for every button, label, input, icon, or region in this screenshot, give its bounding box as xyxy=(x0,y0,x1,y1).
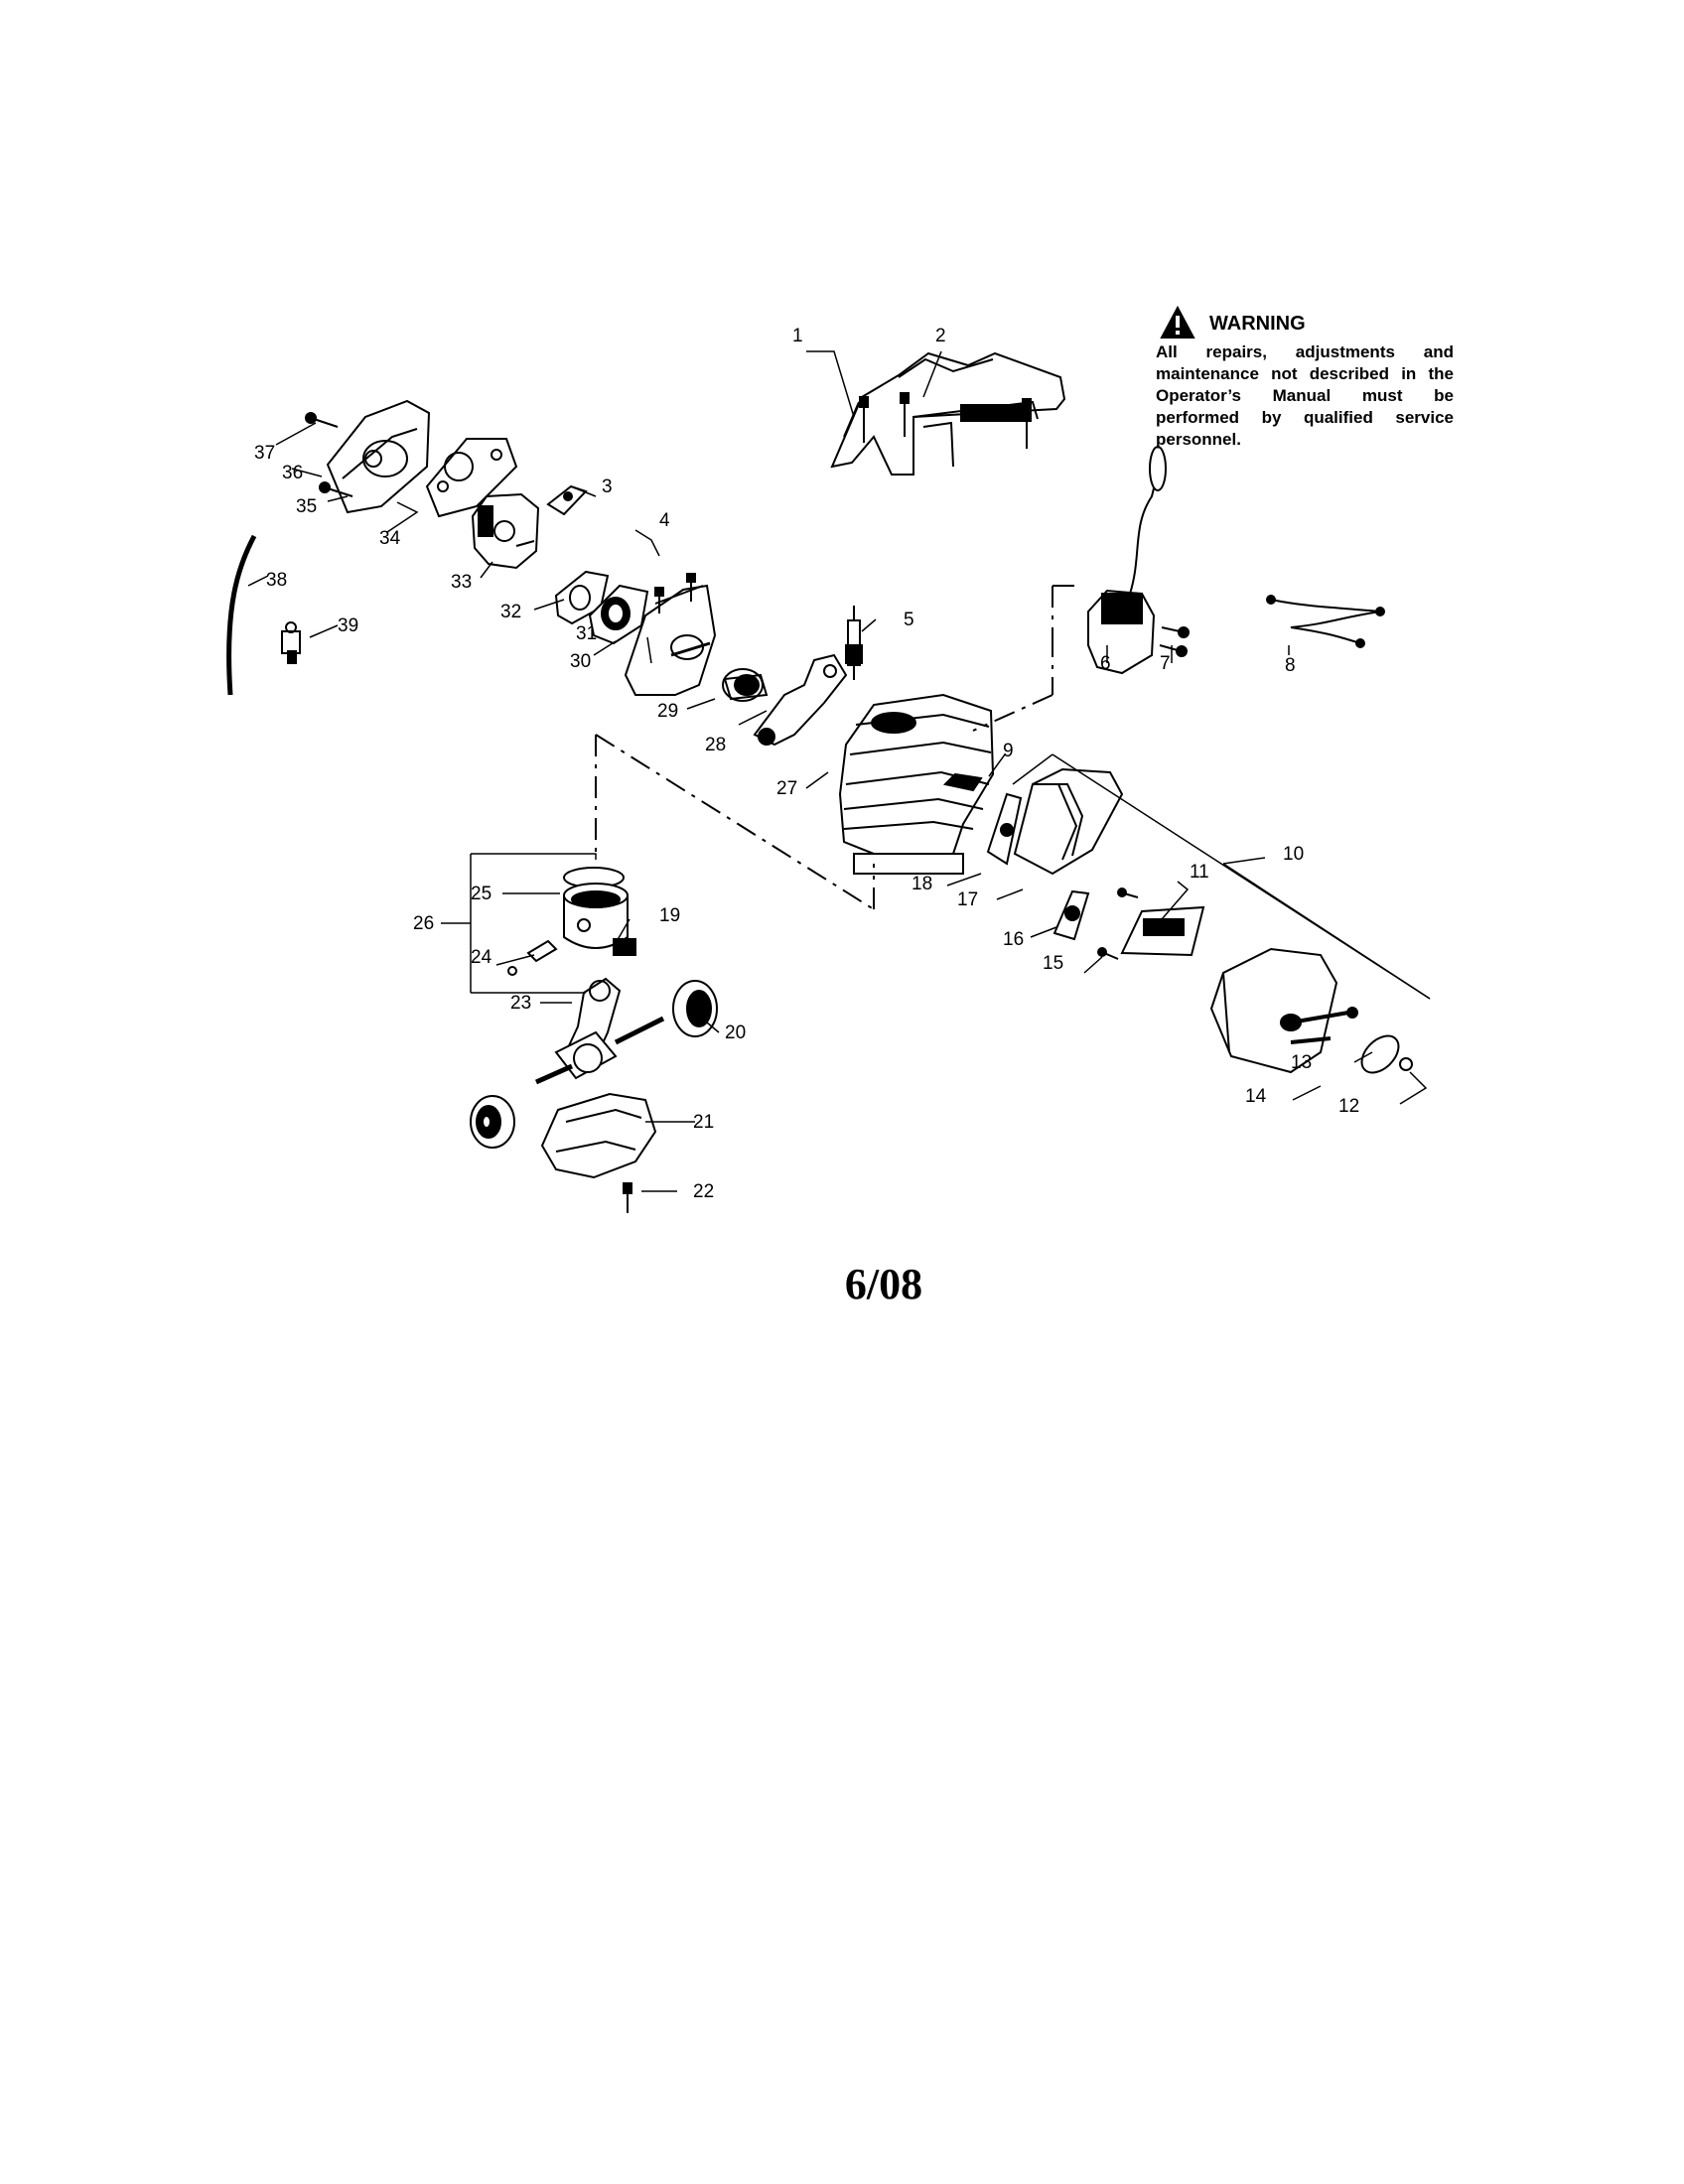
callout-5: 5 xyxy=(904,610,914,630)
warning-icon-spacer xyxy=(1156,308,1195,340)
nut-part xyxy=(1399,1057,1413,1071)
warning-box: WARNING All repairs, adjustments and mai… xyxy=(1156,308,1454,451)
callout-29: 29 xyxy=(657,701,678,722)
callout-13: 13 xyxy=(1291,1052,1312,1073)
callout-16: 16 xyxy=(1003,929,1024,950)
callout-22: 22 xyxy=(693,1181,714,1202)
arrestor-screws xyxy=(1097,887,1139,960)
callout-34: 34 xyxy=(379,528,401,549)
crankshaft-part xyxy=(534,977,665,1085)
callout-38: 38 xyxy=(266,570,287,591)
ignition-module-part xyxy=(1087,446,1167,675)
intake-boot-part xyxy=(722,668,769,702)
callout-37: 37 xyxy=(254,443,275,464)
filter-screws xyxy=(305,412,353,497)
callout-21: 21 xyxy=(693,1112,714,1133)
carburetor-part xyxy=(471,492,540,570)
muffler-bolts xyxy=(1290,1007,1358,1044)
callout-3: 3 xyxy=(602,477,613,497)
gasket-18-part xyxy=(986,792,1023,866)
assembly-guides xyxy=(595,585,1082,910)
cylinder-part xyxy=(838,693,995,875)
callout-36: 36 xyxy=(282,463,303,483)
warning-text: All repairs, adjustments and maintenance… xyxy=(1156,342,1454,449)
air-filter-gasket-part xyxy=(425,438,518,518)
callout-26: 26 xyxy=(413,913,434,934)
callout-31: 31 xyxy=(576,623,597,644)
carburetor-adapter-part xyxy=(624,584,717,696)
callout-20: 20 xyxy=(725,1023,746,1043)
fuel-filter-part xyxy=(281,621,301,664)
needle-bearing-part xyxy=(613,938,636,956)
callout-12: 12 xyxy=(1338,1096,1359,1117)
callout-35: 35 xyxy=(296,496,317,517)
warning-triangle-icon xyxy=(1160,305,1195,339)
fuel-line-part xyxy=(226,534,257,696)
damper-part xyxy=(942,772,983,792)
callout-1: 1 xyxy=(792,326,803,346)
wire-harness-part xyxy=(1266,595,1385,648)
callout-6: 6 xyxy=(1100,653,1111,674)
muffler-shield-part xyxy=(1013,767,1124,876)
callout-10: 10 xyxy=(1283,844,1304,865)
screen-plate-part xyxy=(1360,1034,1400,1074)
callout-27: 27 xyxy=(776,778,797,799)
callout-14: 14 xyxy=(1245,1086,1267,1107)
warning-title: WARNING xyxy=(1209,312,1306,335)
crankcase-screw xyxy=(623,1182,632,1213)
callout-9: 9 xyxy=(1003,741,1014,761)
callout-15: 15 xyxy=(1043,953,1063,974)
ignition-screws xyxy=(1159,626,1190,657)
callout-39: 39 xyxy=(338,615,358,636)
callout-23: 23 xyxy=(510,993,531,1014)
cylinder-cover-part xyxy=(830,351,1066,476)
callout-32: 32 xyxy=(500,602,521,622)
callout-11: 11 xyxy=(1190,862,1209,883)
callout-28: 28 xyxy=(705,735,726,755)
spark-plug-part xyxy=(845,606,863,680)
footer-date: 6/08 xyxy=(844,1260,923,1308)
adapter-screws xyxy=(654,573,696,614)
callout-labels: 1 2 3 4 5 6 7 8 9 10 11 12 13 14 15 16 1… xyxy=(254,326,1359,1202)
warning-header: WARNING xyxy=(1156,308,1454,340)
callout-24: 24 xyxy=(471,947,492,968)
spark-arrestor-part xyxy=(1120,905,1205,957)
gasket-31-part xyxy=(588,584,649,645)
callout-25: 25 xyxy=(471,884,491,904)
callout-leaders xyxy=(247,350,1431,1192)
crankcase-half-part xyxy=(540,1092,657,1179)
piston-pin-part xyxy=(507,939,558,976)
cover-screws xyxy=(859,392,1032,449)
piston-part xyxy=(563,883,629,949)
callout-4: 4 xyxy=(659,510,670,531)
ball-bearing-part xyxy=(672,980,718,1037)
callout-33: 33 xyxy=(451,572,472,593)
bracket-part xyxy=(753,653,848,747)
callout-17: 17 xyxy=(957,889,978,910)
clutch-drum-part xyxy=(470,1095,515,1149)
gasket-16-part xyxy=(1052,889,1090,941)
callout-8: 8 xyxy=(1285,655,1296,676)
clip-part xyxy=(546,484,588,516)
callout-30: 30 xyxy=(570,651,591,672)
muffler-part xyxy=(1209,947,1338,1074)
callout-18: 18 xyxy=(912,874,932,894)
callout-2: 2 xyxy=(935,326,946,346)
callout-7: 7 xyxy=(1160,653,1171,674)
air-filter-plate-part xyxy=(326,399,431,514)
callout-19: 19 xyxy=(659,905,680,926)
